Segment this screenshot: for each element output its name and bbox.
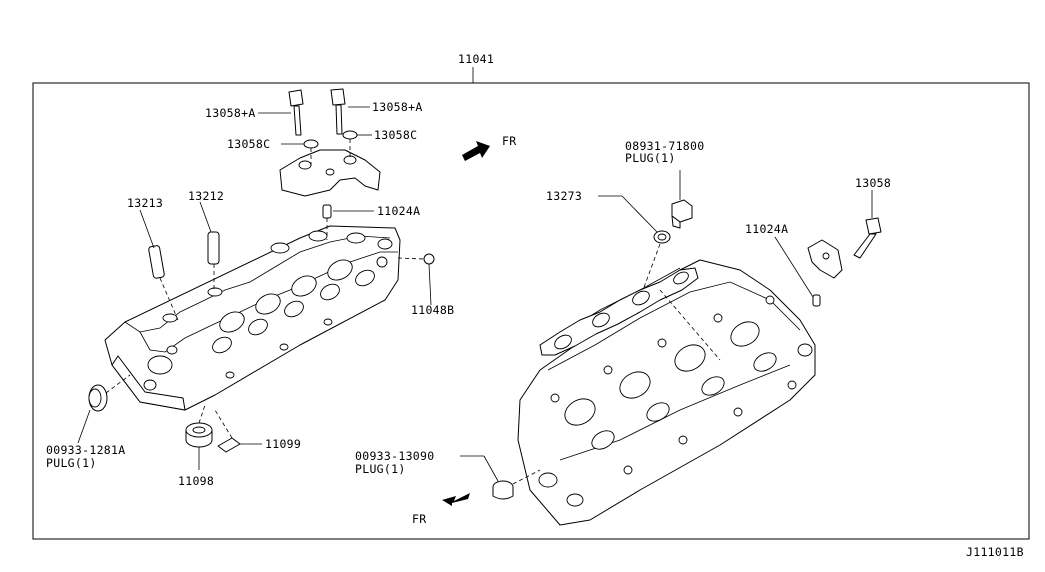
right-cylinder-head bbox=[517, 259, 816, 526]
label-11024a-top: 11024A bbox=[377, 204, 420, 218]
assembly-part-number: 11041 bbox=[458, 52, 494, 66]
label-13058a-right: 13058+A bbox=[372, 100, 423, 114]
label-11048b: 11048B bbox=[411, 303, 454, 317]
dowel-11024a-top bbox=[322, 204, 332, 219]
diagram-reference-code: J111011B bbox=[966, 545, 1024, 559]
bolt-13058a-right bbox=[330, 88, 346, 135]
label-plug-top-code: 08931-71800 bbox=[625, 139, 704, 153]
left-cylinder-head bbox=[104, 225, 401, 411]
bolt-13058a-left bbox=[288, 89, 304, 136]
label-plug-left-desc: PULG(1) bbox=[46, 456, 97, 470]
pin-13213 bbox=[148, 245, 165, 279]
front-arrow-bottom bbox=[442, 493, 470, 506]
washer-13058c-right bbox=[342, 130, 358, 140]
label-11024a-right: 11024A bbox=[745, 222, 788, 236]
pin-13212 bbox=[207, 231, 220, 265]
label-13212: 13212 bbox=[188, 189, 224, 203]
label-plug-bottom-code: 00933-13090 bbox=[355, 449, 434, 463]
cam-bracket bbox=[279, 149, 381, 197]
label-plug-left-code: 00933-1281A bbox=[46, 443, 125, 457]
label-13273: 13273 bbox=[546, 189, 582, 203]
plug-00933-13090 bbox=[492, 480, 514, 500]
label-11099: 11099 bbox=[265, 437, 301, 451]
dowel-11024a-right bbox=[812, 294, 821, 307]
label-13058a-left: 13058+A bbox=[205, 106, 256, 120]
diagram-frame bbox=[32, 82, 1030, 540]
label-plug-bottom-desc: PLUG(1) bbox=[355, 462, 406, 476]
washer-13058c-left bbox=[303, 139, 319, 149]
label-fr-bottom: FR bbox=[412, 512, 426, 526]
gasket-11099 bbox=[217, 437, 241, 453]
label-13058: 13058 bbox=[855, 176, 891, 190]
cam-bracket-right bbox=[807, 239, 843, 279]
ring-13273 bbox=[653, 230, 671, 244]
front-arrow-top bbox=[462, 141, 490, 161]
part-11048b bbox=[423, 253, 435, 265]
seal-11098 bbox=[185, 422, 213, 448]
label-13213: 13213 bbox=[127, 196, 163, 210]
plug-00933-1281a bbox=[88, 384, 108, 412]
label-13058c-left: 13058C bbox=[227, 137, 270, 151]
label-13058c-right: 13058C bbox=[374, 128, 417, 142]
label-plug-top-desc: PLUG(1) bbox=[625, 151, 676, 165]
label-11098: 11098 bbox=[178, 474, 214, 488]
label-fr-top: FR bbox=[502, 134, 516, 148]
bolt-13058 bbox=[853, 217, 882, 259]
plug-08931-71800 bbox=[671, 199, 693, 229]
